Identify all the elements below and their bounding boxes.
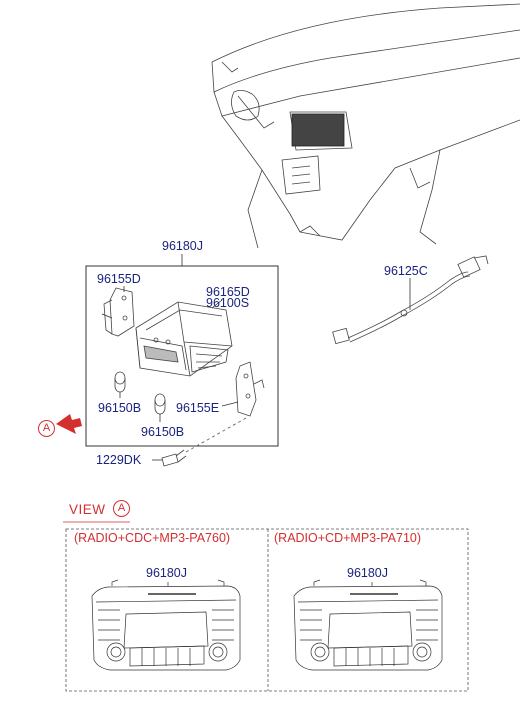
label-bracket-left[interactable]: 96155D <box>97 272 141 286</box>
front-panel-pa760 <box>91 579 241 671</box>
bracket-left-shape <box>103 287 135 337</box>
screw-shape <box>161 449 187 467</box>
label-knob-a[interactable]: 96150B <box>98 401 142 415</box>
head-unit-location <box>291 113 345 147</box>
bracket-right-shape <box>235 361 265 417</box>
label-knob-b[interactable]: 96150B <box>141 425 185 439</box>
config-part-pa760[interactable]: 96180J <box>146 566 188 580</box>
view-heading-marker: A <box>113 500 130 517</box>
label-assembly[interactable]: 96180J <box>162 239 204 253</box>
front-panel-pa710 <box>293 579 443 671</box>
head-unit-shape <box>135 301 233 377</box>
label-unit[interactable]: 96100S <box>206 296 250 310</box>
config-title-pa760: (RADIO+CDC+MP3-PA760) <box>74 531 231 545</box>
config-title-pa710: (RADIO+CD+MP3-PA710) <box>274 531 422 545</box>
dashboard-illustration <box>211 3 521 249</box>
label-cable[interactable]: 96125C <box>384 264 428 278</box>
config-part-pa710[interactable]: 96180J <box>347 566 389 580</box>
label-bracket-right[interactable]: 96155E <box>176 401 220 415</box>
label-screw[interactable]: 1229DK <box>96 453 142 467</box>
cable-shape <box>332 255 489 345</box>
view-config-box <box>65 528 469 692</box>
label-deck[interactable]: 96165D <box>206 285 250 299</box>
view-heading: VIEW <box>69 502 106 517</box>
view-a-marker[interactable]: A <box>38 420 55 437</box>
view-arrow <box>56 414 82 434</box>
